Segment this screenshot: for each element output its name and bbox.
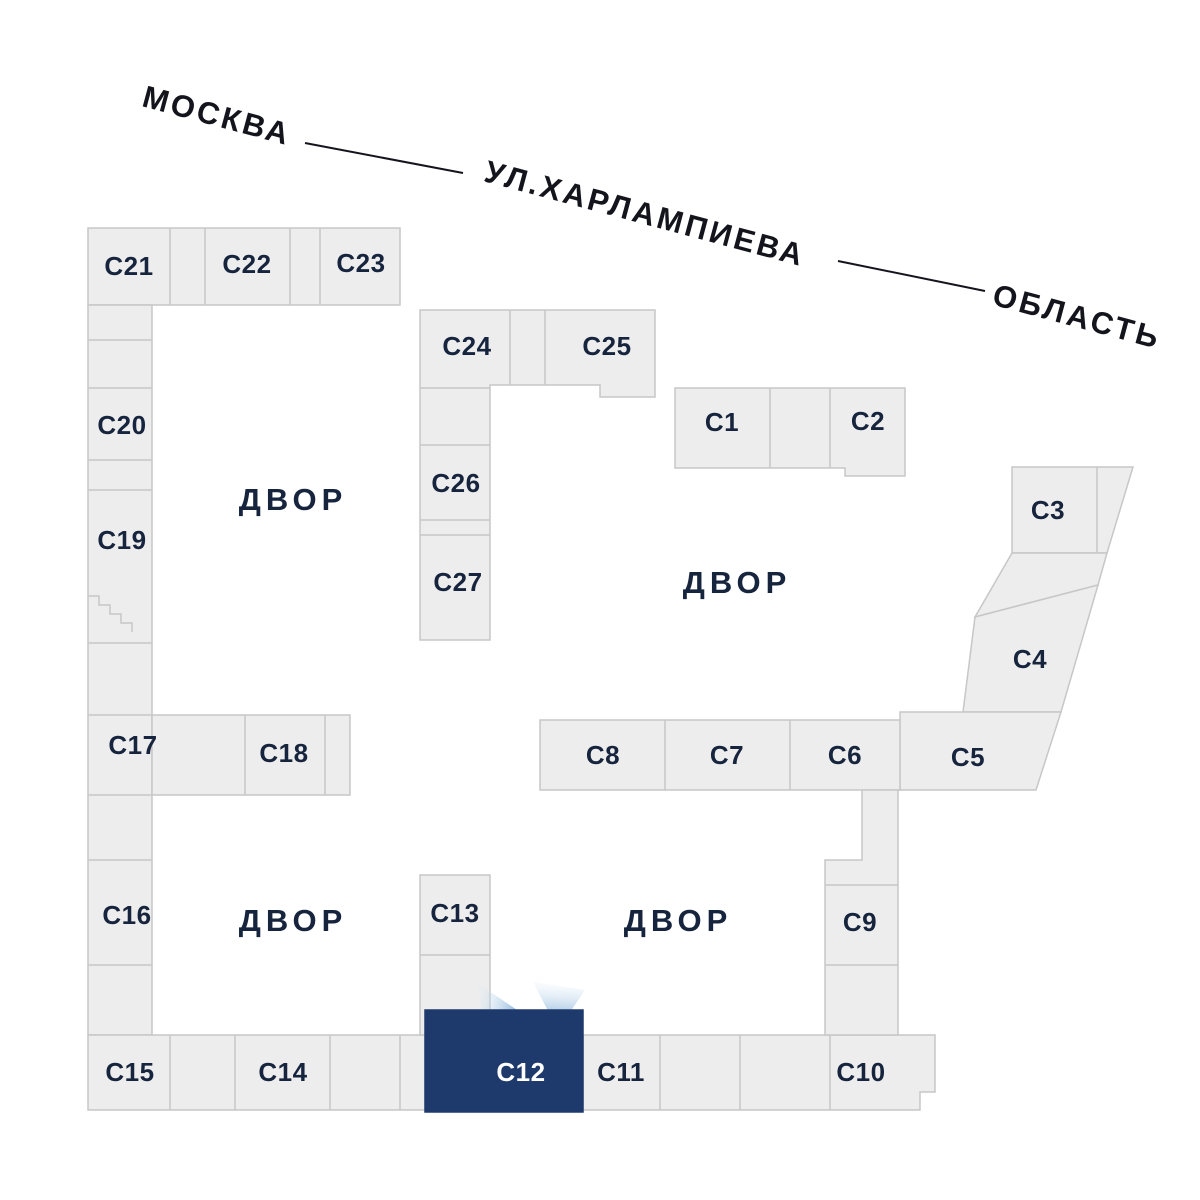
building-c24-label[interactable]: С24: [442, 331, 491, 361]
building-c17-label[interactable]: С17: [108, 730, 157, 760]
building-c18-label[interactable]: С18: [259, 738, 308, 768]
courtyard-label-top-left: ДВОР: [239, 482, 348, 517]
building-c2-label[interactable]: С2: [851, 406, 885, 436]
building-c4-label[interactable]: С4: [1013, 644, 1047, 674]
building-c10-label[interactable]: С10: [836, 1057, 885, 1087]
building-c13-label[interactable]: С13: [430, 898, 479, 928]
building-c19-label[interactable]: С19: [97, 525, 146, 555]
region-label: ОБЛАСТЬ: [989, 277, 1165, 356]
building-c9-label[interactable]: С9: [843, 907, 877, 937]
building-c16-label[interactable]: С16: [102, 900, 151, 930]
city-label: МОСКВА: [139, 79, 295, 152]
block-c1-c2[interactable]: [674, 387, 906, 477]
building-c26-label[interactable]: С26: [431, 468, 480, 498]
courtyard-label-bottom-right: ДВОР: [624, 903, 733, 938]
building-c21-label[interactable]: С21: [104, 251, 153, 281]
building-c22-label[interactable]: С22: [222, 249, 271, 279]
courtyard-label-bottom-left: ДВОР: [239, 903, 348, 938]
building-c7-label[interactable]: С7: [710, 740, 744, 770]
street-line-right: [837, 260, 986, 292]
building-labels: С21 С22 С23 С20 С19 С17 С18 С16 С15 С14 …: [97, 248, 1065, 1087]
building-c6-label[interactable]: С6: [828, 740, 862, 770]
building-c27-label[interactable]: С27: [433, 567, 482, 597]
unit-divider-lines: [88, 228, 1098, 1110]
building-c11-label[interactable]: С11: [597, 1057, 645, 1087]
building-c23-label[interactable]: С23: [336, 248, 385, 278]
courtyard-label-top-right: ДВОР: [683, 565, 792, 600]
building-c8-label[interactable]: С8: [586, 740, 620, 770]
building-blocks: [87, 227, 1135, 1111]
building-c12-label[interactable]: С12: [496, 1057, 545, 1087]
street-name-label: УЛ.ХАРЛАМПИЕВА: [481, 154, 809, 273]
courtyard-labels: ДВОР ДВОР ДВОР ДВОР: [239, 482, 792, 938]
building-c1-label[interactable]: С1: [705, 407, 739, 437]
block-c6-c7-c8-row[interactable]: [539, 719, 901, 791]
building-c3-label[interactable]: С3: [1031, 495, 1065, 525]
street-line-left: [304, 142, 464, 174]
building-c5-label[interactable]: С5: [951, 742, 985, 772]
block-top-left-bar[interactable]: [87, 227, 401, 306]
building-c25-label[interactable]: С25: [582, 331, 631, 361]
building-c20-label[interactable]: С20: [97, 410, 146, 440]
building-c14-label[interactable]: С14: [258, 1057, 307, 1087]
block-c24-c27[interactable]: [419, 309, 656, 641]
view-cone-right: [533, 982, 585, 1030]
building-c12-shape[interactable]: [424, 1009, 584, 1113]
building-c15-label[interactable]: С15: [105, 1057, 154, 1087]
block-c17-c18-bar[interactable]: [151, 714, 351, 796]
stairs-detail: [88, 595, 133, 632]
block-c9-strip[interactable]: [824, 789, 899, 1036]
